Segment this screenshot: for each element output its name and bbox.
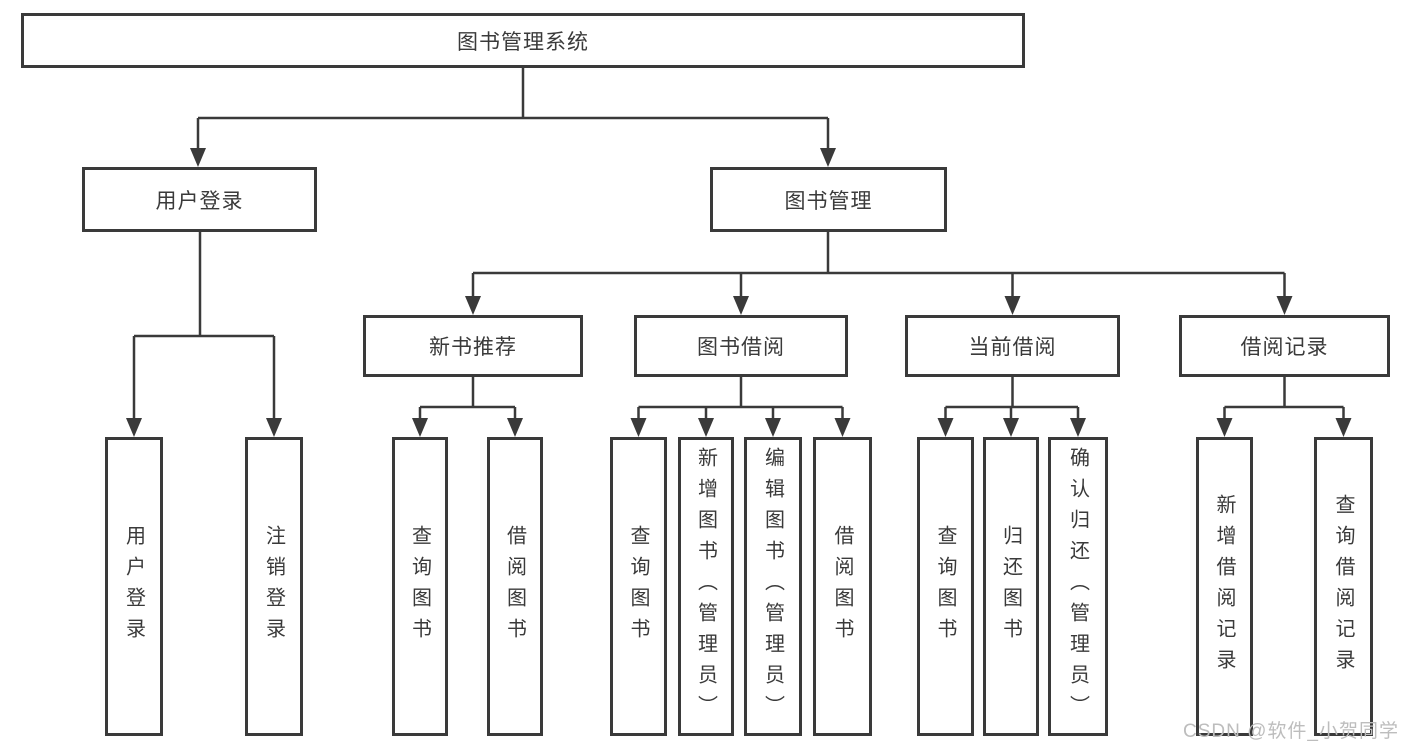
leaf-return-books: 归还图书 (983, 437, 1039, 736)
node-book-borrowing: 图书借阅 (634, 315, 848, 377)
leaf-confirm-return-admin-label: 确认归还（管理员） (1066, 447, 1089, 726)
node-current-borrowing-label: 当前借阅 (968, 336, 1057, 359)
node-book-borrowing-label: 图书借阅 (697, 336, 785, 359)
leaf-add-books-admin-label: 新增图书（管理员） (694, 447, 717, 726)
leaf-add-books-admin: 新增图书（管理员） (678, 437, 734, 736)
leaf-query-books-recommend-label: 查询图书 (408, 524, 431, 649)
leaf-borrow-books-recommend-label: 借阅图书 (503, 524, 526, 649)
leaf-query-books-recommend: 查询图书 (392, 437, 448, 736)
node-new-book-recommend-label: 新书推荐 (429, 336, 517, 359)
leaf-query-borrow-record-label: 查询借阅记录 (1332, 493, 1354, 680)
leaf-borrow-books-borrowing-label: 借阅图书 (831, 524, 853, 649)
leaf-logout-label: 注销登录 (262, 524, 285, 649)
leaf-confirm-return-admin: 确认归还（管理员） (1048, 437, 1108, 736)
leaf-user-login: 用户登录 (105, 437, 163, 736)
leaf-add-borrow-record-label: 新增借阅记录 (1213, 493, 1235, 680)
root-node-label: 图书管理系统 (457, 30, 589, 54)
leaf-query-books-borrowing: 查询图书 (610, 437, 667, 736)
leaf-query-books-current-label: 查询图书 (934, 524, 956, 649)
leaf-borrow-books-borrowing: 借阅图书 (813, 437, 872, 736)
node-book-management-label: 图书管理 (784, 189, 873, 213)
node-user-login: 用户登录 (82, 167, 317, 232)
leaf-query-books-borrowing-label: 查询图书 (627, 524, 649, 649)
leaf-user-login-label: 用户登录 (122, 524, 145, 649)
node-borrow-records-label: 借阅记录 (1240, 336, 1329, 359)
leaf-add-borrow-record: 新增借阅记录 (1196, 437, 1253, 736)
node-book-management: 图书管理 (710, 167, 947, 232)
arrowheads (126, 148, 1352, 437)
leaf-return-books-label: 归还图书 (999, 524, 1022, 649)
node-user-login-label: 用户登录 (155, 189, 244, 213)
leaf-logout: 注销登录 (245, 437, 303, 736)
csdn-watermark: CSDN @软件_小贺同学 (1183, 721, 1399, 742)
node-borrow-records: 借阅记录 (1179, 315, 1390, 377)
node-current-borrowing: 当前借阅 (905, 315, 1120, 377)
leaf-edit-books-admin: 编辑图书（管理员） (744, 437, 802, 736)
leaf-query-borrow-record: 查询借阅记录 (1314, 437, 1373, 736)
leaf-edit-books-admin-label: 编辑图书（管理员） (761, 447, 784, 726)
root-node-library-management-system: 图书管理系统 (21, 13, 1025, 68)
node-new-book-recommend: 新书推荐 (363, 315, 583, 377)
leaf-borrow-books-recommend: 借阅图书 (487, 437, 543, 736)
leaf-query-books-current: 查询图书 (917, 437, 974, 736)
